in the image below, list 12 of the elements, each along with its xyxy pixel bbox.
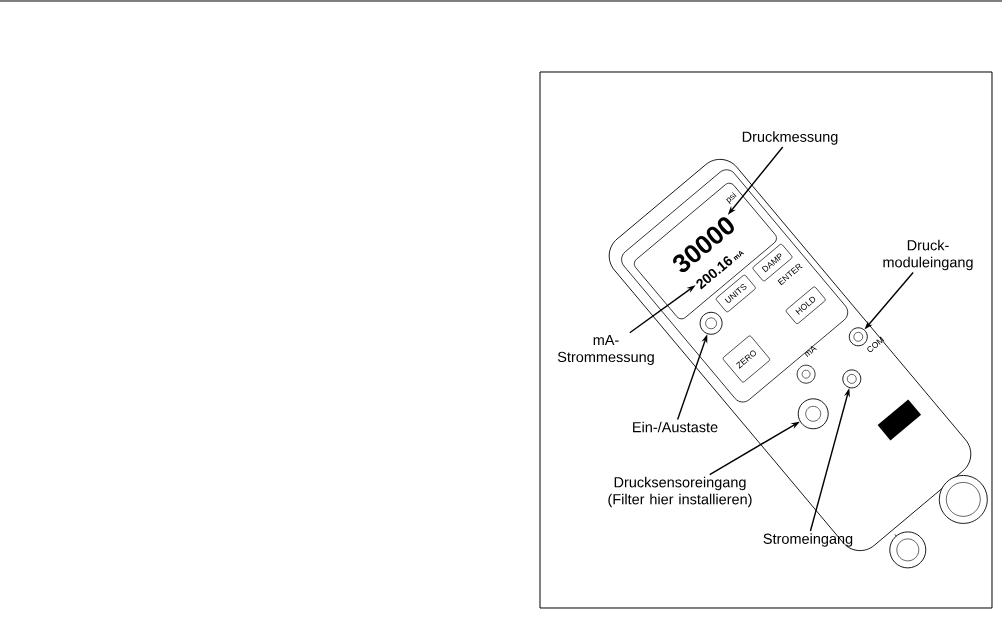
callout-label: Druck- moduleingang <box>883 239 973 271</box>
sensor-port <box>797 398 829 430</box>
callout-label: Stromeingang <box>763 533 853 547</box>
panel-label: mA <box>804 346 817 358</box>
input-jack <box>848 327 868 347</box>
display-unit: psi <box>726 191 737 205</box>
callout-label: mA- Strommessung <box>557 335 654 365</box>
callout-label: Druckmessung <box>742 131 838 145</box>
power-button <box>699 311 723 335</box>
callout-label: Ein-/Austaste <box>633 421 718 433</box>
input-jack <box>842 369 862 389</box>
callout-label: Drucksensoreingang (Filter hier installieren) <box>608 476 752 508</box>
